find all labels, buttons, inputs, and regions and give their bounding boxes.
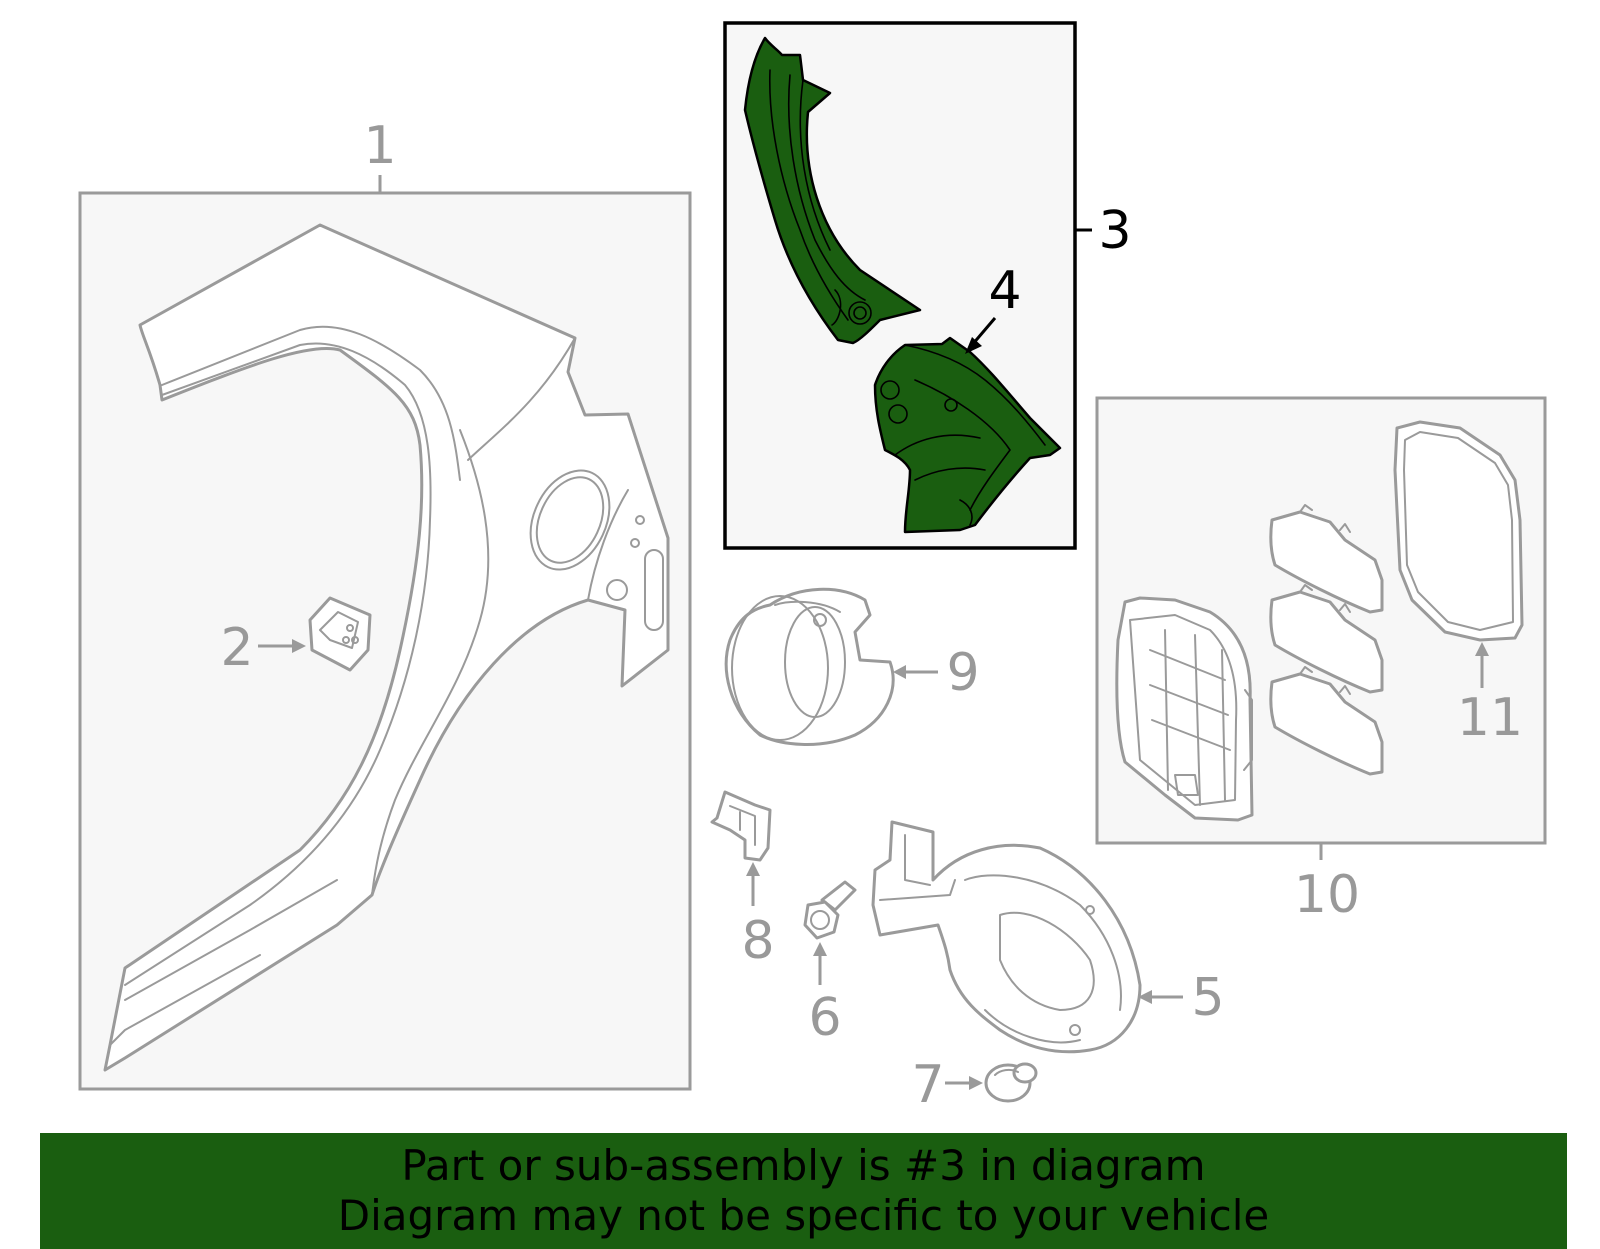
part-11-gasket — [1393, 420, 1524, 642]
callout-5[interactable]: 5 — [1191, 968, 1224, 1028]
part-7-plug — [984, 1062, 1038, 1103]
group-1-quarter-panel: 1 2 — [78, 116, 692, 1091]
callout-3[interactable]: 3 — [1098, 201, 1131, 261]
part-5-fuel-door — [871, 820, 1142, 1054]
part-8-clip — [710, 790, 772, 862]
group-10-housing-assembly: 10 11 — [1095, 396, 1547, 925]
arrow-2 — [292, 639, 306, 653]
part-10-tab-upper — [1269, 504, 1384, 614]
callout-2[interactable]: 2 — [220, 618, 253, 678]
callout-4[interactable]: 4 — [988, 261, 1021, 321]
callout-1[interactable]: 1 — [363, 116, 396, 176]
callout-11[interactable]: 11 — [1457, 688, 1523, 748]
arrow-8 — [746, 862, 760, 876]
callout-10[interactable]: 10 — [1294, 865, 1360, 925]
quarter-panel-part — [103, 223, 670, 1072]
part-2-bracket — [308, 596, 372, 672]
callout-8[interactable]: 8 — [741, 911, 774, 971]
part-10-tab-lower — [1269, 666, 1384, 776]
callout-6[interactable]: 6 — [808, 988, 841, 1048]
notice-banner: Part or sub-assembly is #3 in diagram Di… — [40, 1133, 1567, 1249]
part-3-pillar-upper — [743, 36, 922, 345]
arrow-5 — [1138, 990, 1152, 1004]
callout-7[interactable]: 7 — [911, 1055, 944, 1115]
arrow-9 — [893, 665, 906, 679]
arrow-7 — [969, 1076, 983, 1090]
notice-line-1: Part or sub-assembly is #3 in diagram — [401, 1141, 1206, 1190]
part-10-tab-middle — [1269, 584, 1384, 694]
part-4-pillar-lower — [873, 336, 1062, 534]
part-9-filler-housing — [724, 587, 895, 746]
notice-line-2: Diagram may not be specific to your vehi… — [337, 1191, 1270, 1240]
arrow-4 — [965, 337, 982, 354]
part-6-bolt — [803, 880, 857, 940]
group-3-highlighted-assembly: 3 4 — [723, 21, 1132, 550]
part-10-housing-frame — [1115, 596, 1254, 822]
arrow-6 — [813, 942, 827, 956]
arrow-11 — [1475, 642, 1489, 656]
callout-9[interactable]: 9 — [946, 643, 979, 703]
